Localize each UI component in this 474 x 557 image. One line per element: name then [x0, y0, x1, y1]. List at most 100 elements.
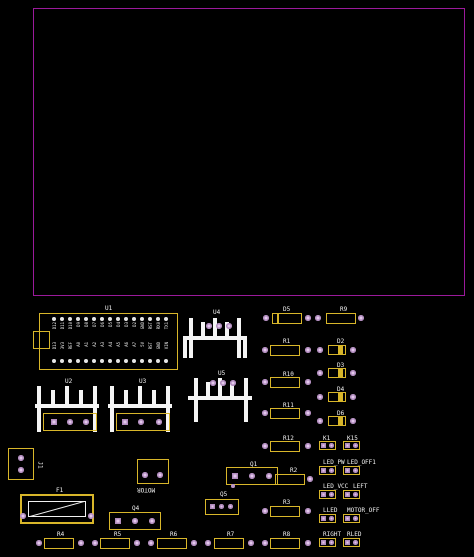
u4-pad-2	[216, 323, 222, 329]
d6-body	[328, 416, 346, 426]
motor-pad-2	[157, 472, 163, 478]
u1-pin	[60, 317, 64, 321]
motor-off-pad-2	[353, 516, 358, 521]
r7-body	[214, 538, 244, 549]
label-left: LEFT	[353, 483, 368, 490]
label-k15: K15	[347, 435, 358, 442]
label-r6: R6	[170, 531, 178, 538]
u1-pin-label: GND	[156, 342, 161, 350]
k15-header	[343, 441, 360, 450]
label-u3: U3	[139, 378, 147, 385]
d5-body	[272, 313, 302, 324]
motor-off-header	[343, 514, 360, 523]
u1-pin	[76, 317, 80, 321]
r1-pad-1	[262, 347, 268, 353]
r10-pad-1	[262, 379, 268, 385]
u1-pin	[164, 317, 168, 321]
u1-pin-label: A3	[100, 342, 105, 347]
u1-pin	[156, 359, 160, 363]
u1-pin	[148, 359, 152, 363]
r3-pad-2	[305, 508, 311, 514]
u1-pin	[100, 317, 104, 321]
u1-pin-label: A5	[116, 342, 121, 347]
u2-heatsink	[35, 386, 99, 434]
label-r1: R1	[283, 338, 291, 345]
r9-body	[326, 313, 356, 324]
u1-pin-label: RST	[148, 322, 153, 330]
u1-pin-label: D7	[92, 322, 97, 327]
label-r2: R2	[290, 467, 298, 474]
u1-pin-label: A4	[108, 342, 113, 347]
u1-pin-label: RX0	[156, 322, 161, 330]
u3-pad-2	[138, 419, 144, 425]
u2-pad-2	[67, 419, 73, 425]
u1-pin	[140, 359, 144, 363]
j1-pad-1	[18, 455, 24, 461]
r9-pad-2	[358, 315, 364, 321]
u1-pin-label: RST	[148, 342, 153, 350]
label-q1: Q1	[250, 461, 258, 468]
led-pwr-pad-2	[329, 468, 334, 473]
right-header	[319, 538, 336, 547]
label-q4: Q4	[132, 505, 140, 512]
right-pad-1	[321, 540, 326, 545]
u1-pin-label: D10	[68, 322, 73, 330]
q5-pad-1	[210, 504, 215, 509]
label-u4: U4	[213, 309, 221, 316]
u1-pin-label: D2	[132, 322, 137, 327]
lled-pad-1	[321, 516, 326, 521]
label-r4: R4	[57, 531, 65, 538]
u2-pad-1	[51, 419, 57, 425]
u2-pad-3	[83, 419, 89, 425]
led-pwr-pad-1	[321, 468, 326, 473]
q5-body	[205, 499, 239, 515]
label-u5: U5	[218, 370, 226, 377]
label-u2: U2	[65, 378, 73, 385]
label-lled: LLED	[323, 507, 338, 514]
k15-pad-1	[345, 443, 350, 448]
u1-pin-label: A6	[124, 342, 129, 347]
u1-pin-label: A7	[132, 342, 137, 347]
r7-pad-1	[205, 540, 211, 546]
k15-pad-2	[353, 443, 358, 448]
j1-connector	[8, 448, 34, 480]
label-r3: R3	[283, 499, 291, 506]
r3-pad-1	[262, 508, 268, 514]
u1-pin-label: 5V	[140, 342, 145, 347]
u1-pin-label: D9	[76, 322, 81, 327]
u1-pin	[124, 317, 128, 321]
q1-pad-2	[249, 473, 255, 479]
left-pad-2	[353, 492, 358, 497]
u2-body	[43, 413, 97, 431]
label-r11: R11	[283, 402, 294, 409]
lled-header	[319, 514, 336, 523]
q1-body	[226, 467, 278, 485]
d2-pad-2	[350, 347, 356, 353]
u1-pin-row-bottom	[52, 358, 172, 364]
r11-pad-1	[262, 410, 268, 416]
led-off1-pad-2	[353, 468, 358, 473]
r1-body	[270, 345, 300, 356]
d4-body	[328, 392, 346, 402]
u1-outline	[39, 313, 178, 370]
label-motor-off: MOTOR_OFF	[347, 507, 380, 514]
led-vcc-pad-2	[329, 492, 334, 497]
label-j1: J1	[36, 461, 44, 469]
led-vcc-pad-1	[321, 492, 326, 497]
label-f1: F1	[56, 487, 64, 494]
label-led-off1: LED_OFF1	[347, 459, 376, 466]
left-pad-1	[345, 492, 350, 497]
r11-pad-2	[305, 410, 311, 416]
lled-pad-2	[329, 516, 334, 521]
d2-body	[328, 345, 346, 355]
u1-pin-row-top	[52, 316, 172, 322]
r2-pad-2	[307, 476, 313, 482]
d5-pad-2	[305, 315, 311, 321]
u1-pin	[84, 359, 88, 363]
u1-pin	[124, 359, 128, 363]
d5-pad-1	[263, 315, 269, 321]
label-r9: R9	[340, 306, 348, 313]
r4-pad-2	[78, 540, 84, 546]
u1-pin	[164, 359, 168, 363]
u1-pin-label: D4	[116, 322, 121, 327]
